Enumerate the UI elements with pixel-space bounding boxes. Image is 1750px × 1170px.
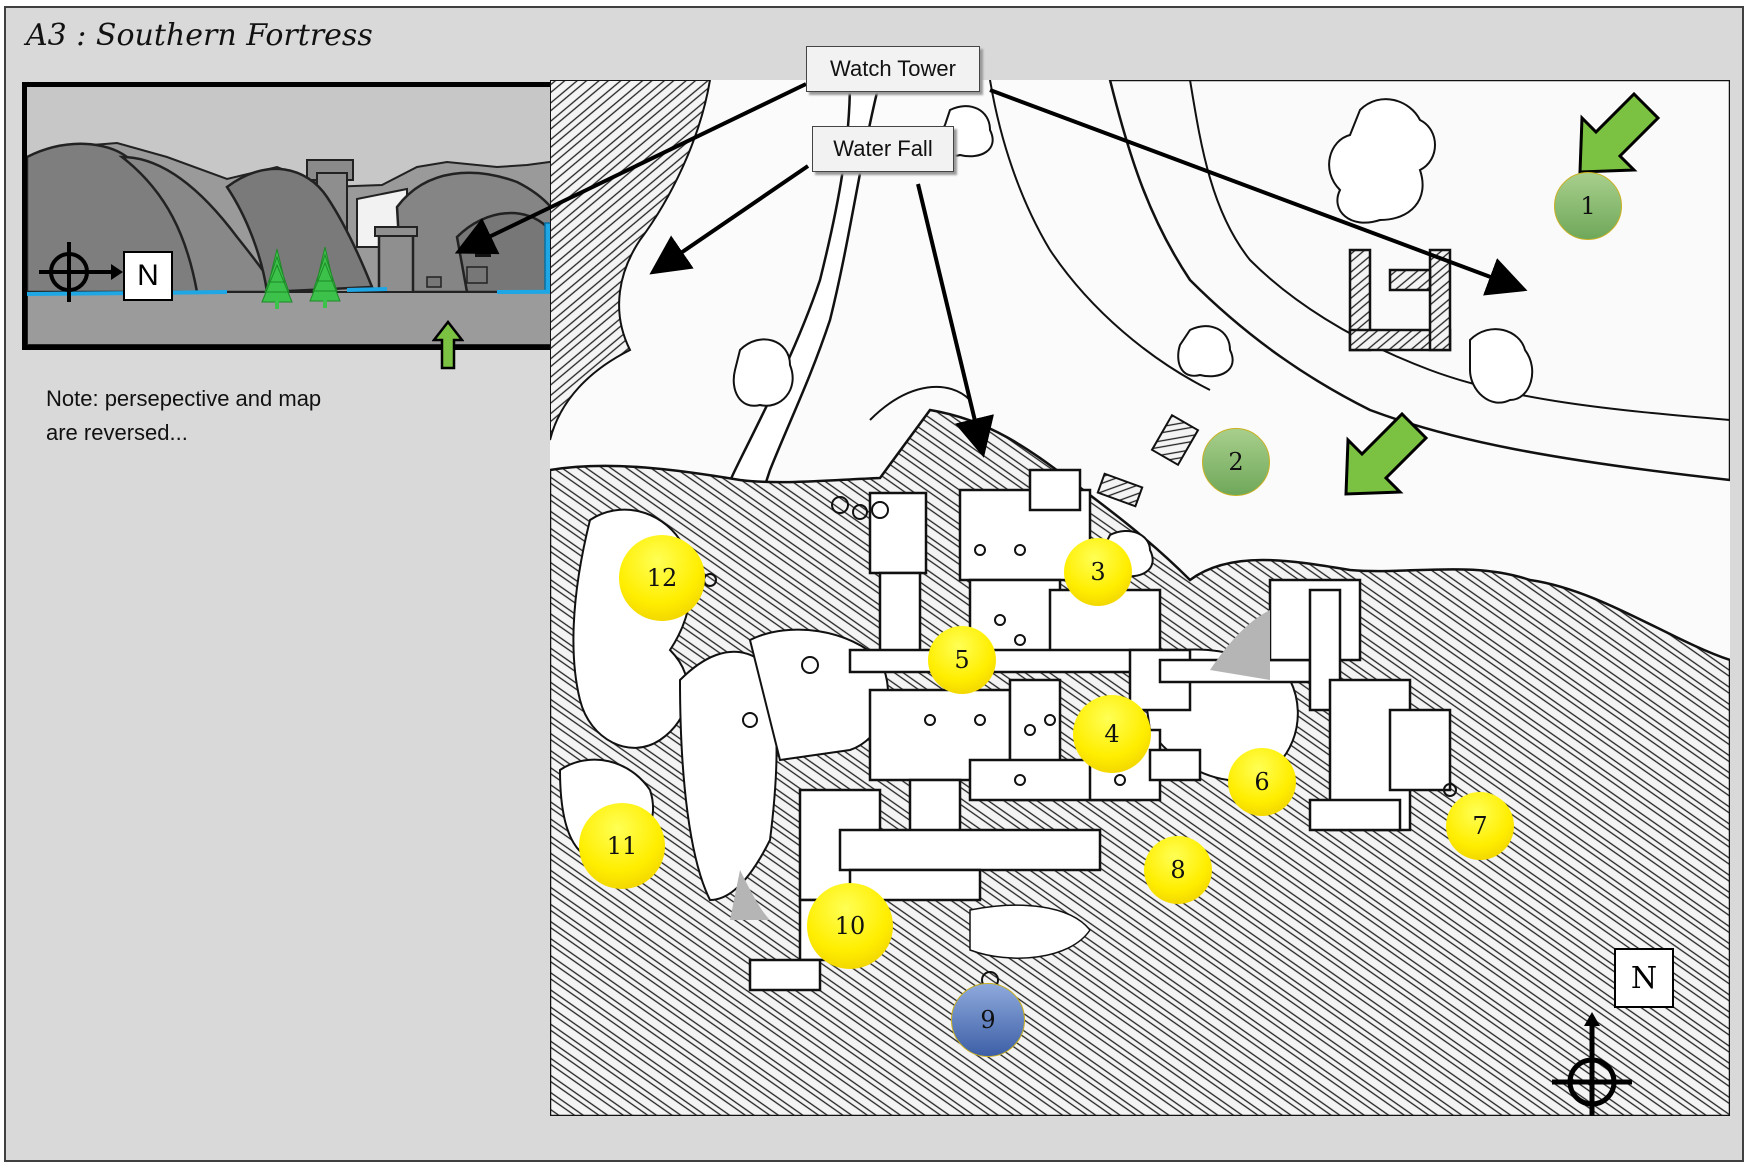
- tower-pointer-arrow-icon: [432, 320, 464, 370]
- map-compass-icon: [1552, 1012, 1632, 1116]
- area-marker-9: 9: [951, 983, 1025, 1057]
- area-marker-12: 12: [619, 535, 705, 621]
- area-marker-8: 8: [1144, 836, 1212, 904]
- dungeon-map: N: [550, 80, 1730, 1116]
- area-marker-1: 1: [1554, 172, 1622, 240]
- map-illustration: [550, 80, 1730, 1116]
- note-line-2: are reversed...: [46, 420, 188, 445]
- area-marker-3: 3: [1064, 538, 1132, 606]
- note-line-1: Note: persepective and map: [46, 386, 322, 411]
- note-text: Note: persepective and map are reversed.…: [46, 382, 321, 450]
- perspective-north-label: N: [123, 251, 173, 301]
- area-marker-2: 2: [1202, 428, 1270, 496]
- map-north-label: N: [1614, 948, 1674, 1008]
- watch-tower-callout: Watch Tower: [806, 46, 980, 92]
- area-marker-5: 5: [928, 626, 996, 694]
- area-marker-10: 10: [807, 883, 893, 969]
- perspective-compass-icon: [39, 242, 123, 302]
- area-marker-11: 11: [579, 803, 665, 889]
- water-fall-callout: Water Fall: [812, 126, 954, 172]
- area-marker-6: 6: [1228, 748, 1296, 816]
- area-marker-7: 7: [1446, 792, 1514, 860]
- area-marker-4: 4: [1073, 695, 1151, 773]
- page-title: A3 : Southern Fortress: [26, 18, 373, 53]
